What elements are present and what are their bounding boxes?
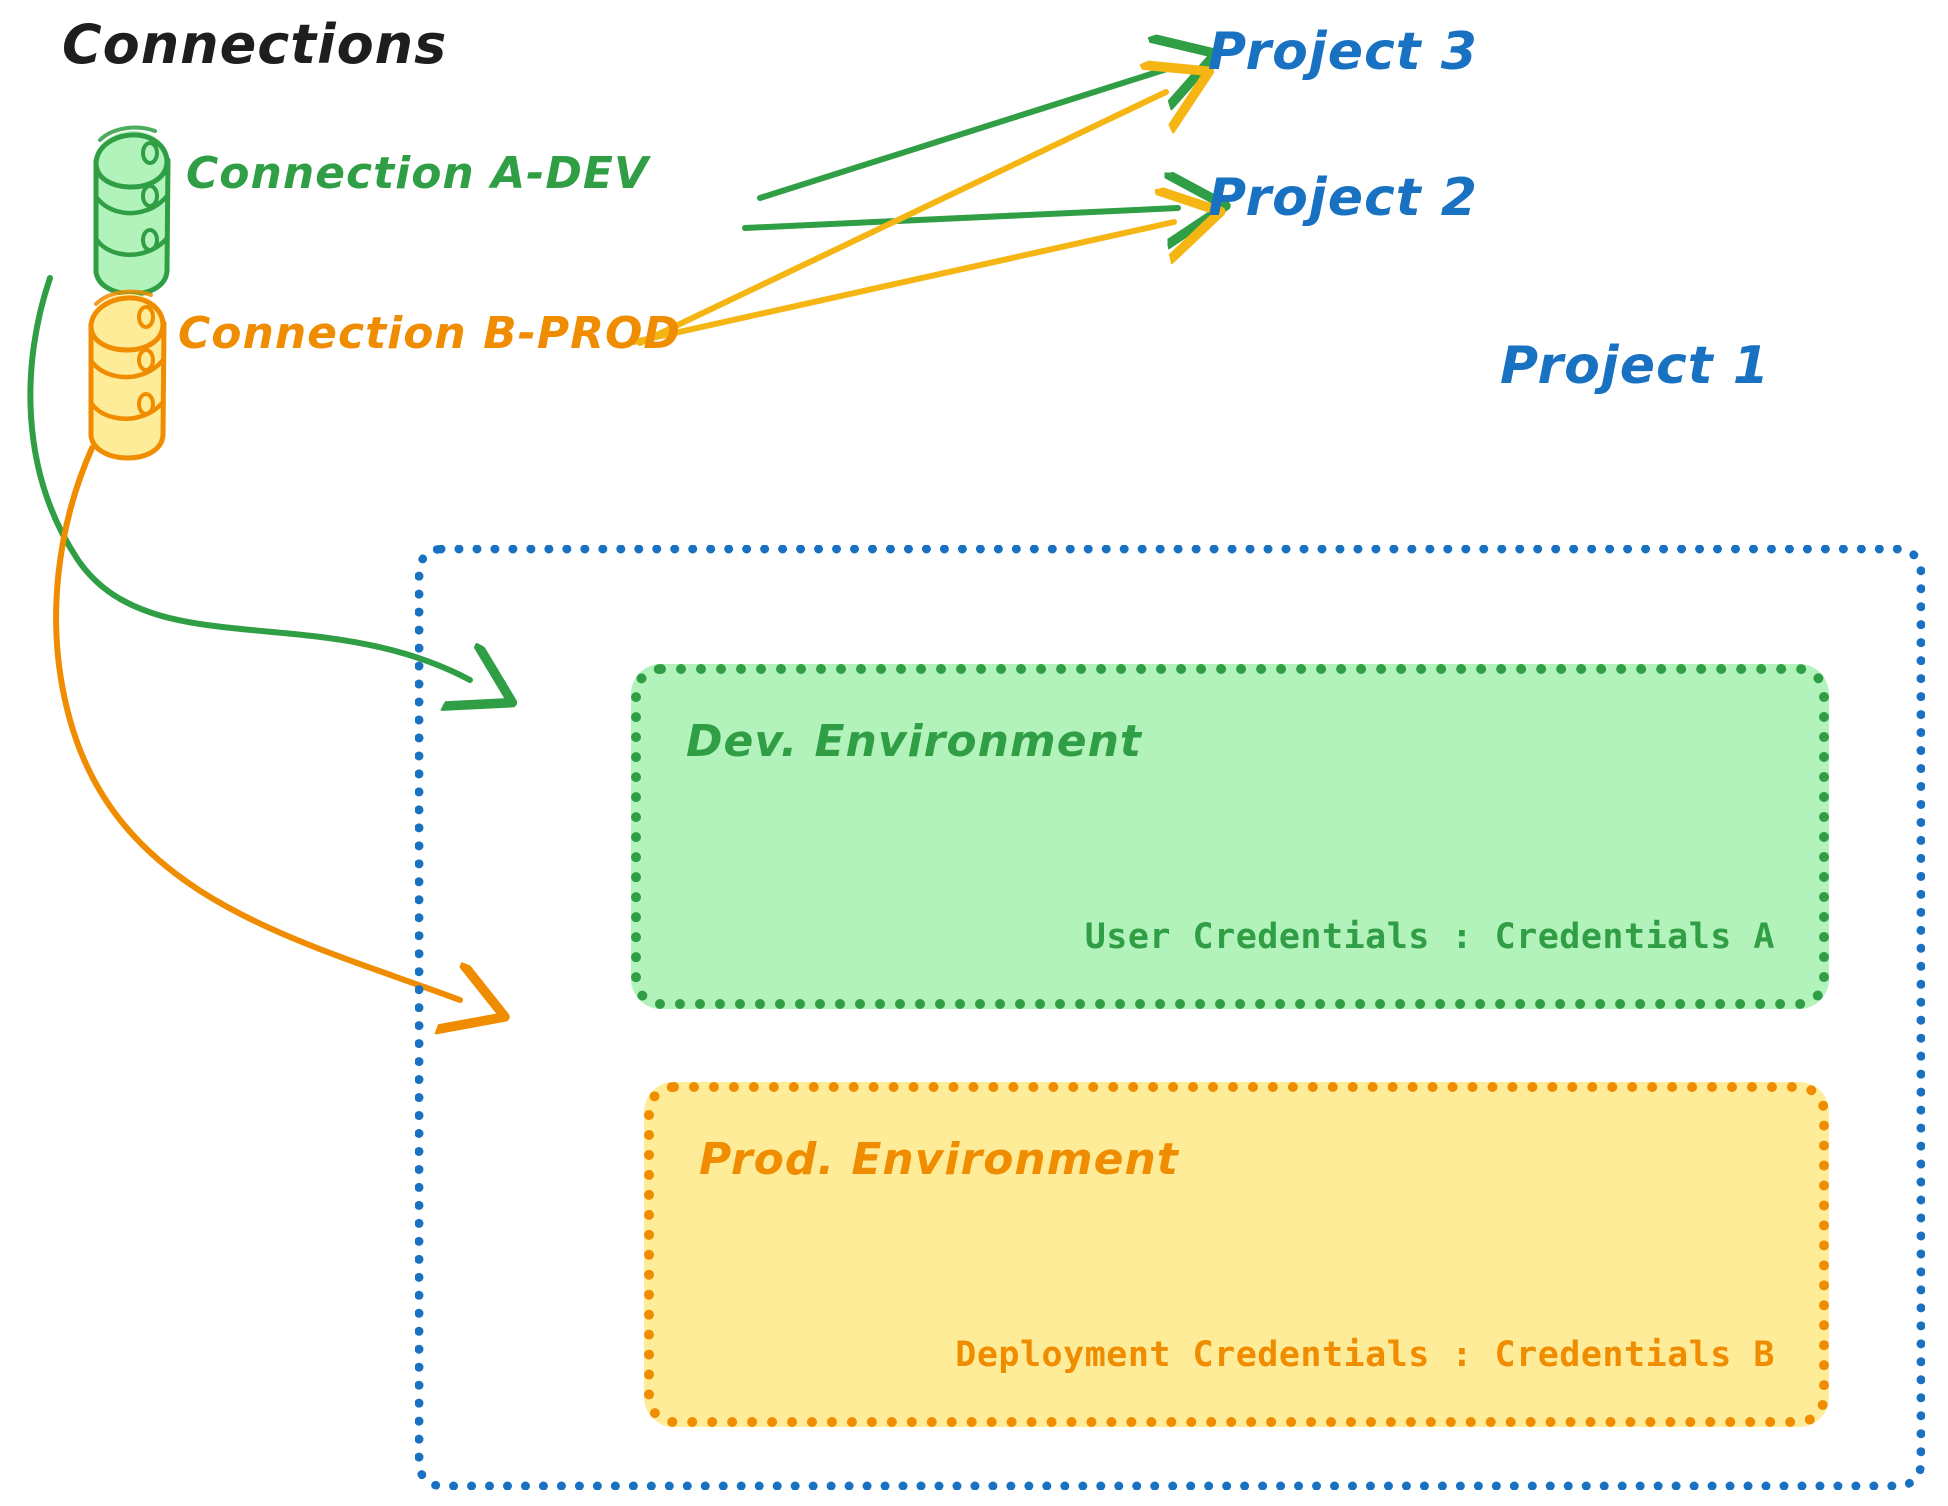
edge-a-dev-to-project-3 [757,68,1170,201]
project-label-2[interactable]: Project 2 [1208,168,1478,228]
edge-b-prod-to-project-2 [631,222,1174,345]
project-label-3[interactable]: Project 3 [1208,22,1478,82]
dev-environment-box[interactable]: Dev. Environment User Credentials : Cred… [631,664,1829,1009]
prod-environment-box[interactable]: Prod. Environment Deployment Credentials… [644,1082,1829,1427]
project-1-container: Dev. Environment User Credentials : Cred… [415,545,1925,1490]
database-icon-b-prod[interactable] [88,289,167,461]
database-icon-a-dev[interactable] [93,125,171,297]
edge-b-prod-to-project-3 [637,92,1166,346]
edge-a-dev-to-project-2 [742,208,1178,228]
prod-environment-title: Prod. Environment [699,1134,1179,1185]
connection-label-a-dev[interactable]: Connection A-DEV [186,148,650,199]
dev-environment-title: Dev. Environment [686,716,1142,767]
project-label-1[interactable]: Project 1 [1500,336,1770,396]
dev-environment-credentials: User Credentials : Credentials A [1084,917,1775,957]
page-title: Connections [62,13,448,76]
connection-label-b-prod[interactable]: Connection B-PROD [178,308,681,359]
edge-b-prod-to-prod-env [53,445,460,1000]
prod-environment-credentials: Deployment Credentials : Credentials B [955,1335,1775,1375]
